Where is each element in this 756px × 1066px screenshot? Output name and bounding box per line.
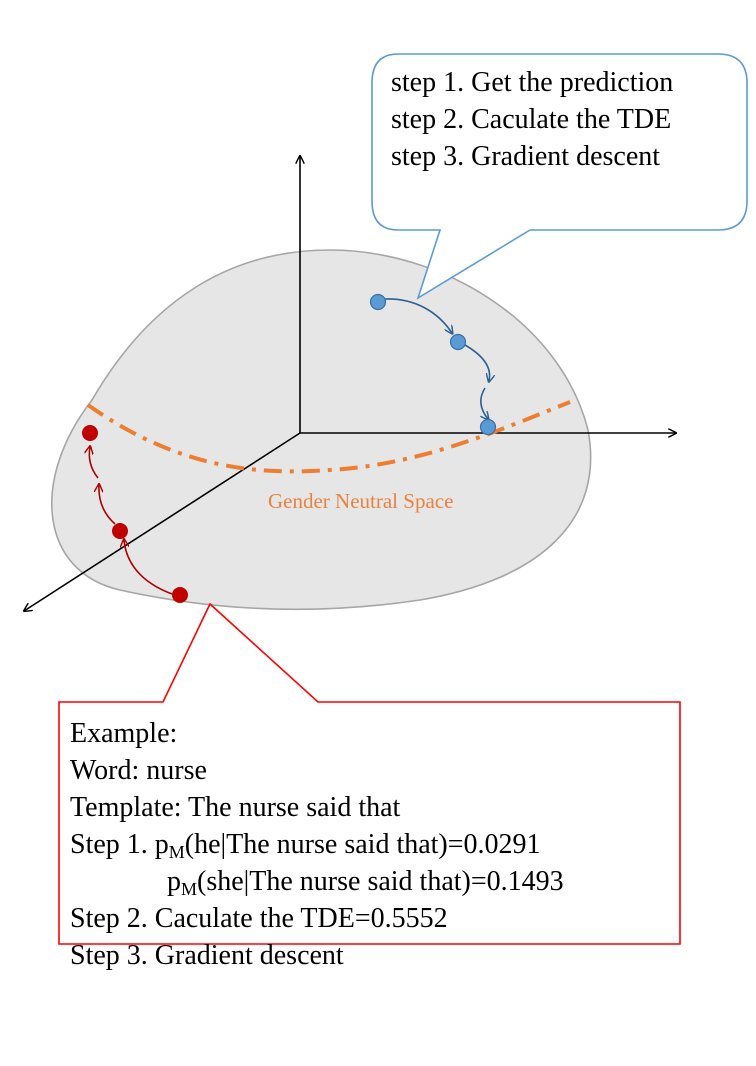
prob-subscript-she: M <box>181 879 198 899</box>
blue-point-mid <box>449 333 467 351</box>
prob-symbol-he: p <box>154 829 169 860</box>
red-point-mid <box>112 523 128 539</box>
example-step-1-she: pM(she|The nurse said that)=0.1493 <box>70 863 670 900</box>
embedding-space-blob <box>51 249 592 611</box>
example-template: Template: The nurse said that <box>70 792 401 823</box>
blue-callout-bubble <box>371 53 748 300</box>
blue-callout-line-2: step 2. Caculate the TDE <box>391 104 672 135</box>
blue-callout-text: step 1. Get the prediction step 2. Cacul… <box>391 64 741 175</box>
example-word: Word: nurse <box>70 755 207 786</box>
prob-subscript-he: M <box>168 842 185 862</box>
red-point-end <box>82 425 98 441</box>
gender-neutral-curve <box>86 400 571 474</box>
blue-callout-line-3: step 3. Gradient descent <box>391 141 661 172</box>
red-arrow-3 <box>89 447 99 479</box>
red-callout-text: Example: Word: nurse Template: The nurse… <box>70 715 670 974</box>
red-arrow-2 <box>99 485 116 525</box>
blue-arrow-2 <box>464 344 490 381</box>
prob-she-value: (she|The nurse said that)=0.1493 <box>197 866 564 897</box>
blue-arrow-1 <box>384 298 452 333</box>
prob-he-value: (he|The nurse said that)=0.0291 <box>184 829 541 860</box>
red-optimization-path-icon <box>82 425 188 603</box>
prob-symbol-she: p <box>167 866 181 897</box>
example-heading: Example: <box>70 718 178 749</box>
blue-callout-line-1: step 1. Get the prediction <box>391 67 674 98</box>
red-arrow-1 <box>124 540 173 595</box>
red-callout-box <box>58 602 681 945</box>
blue-arrow-3 <box>479 387 488 419</box>
red-point-start <box>172 587 188 603</box>
z-axis <box>24 432 301 611</box>
blue-point-start <box>369 293 387 311</box>
gender-neutral-space-label: Gender Neutral Space <box>268 489 453 513</box>
blue-point-end <box>479 418 497 436</box>
example-step-1-he: Step 1. pM(he|The nurse said that)=0.029… <box>70 826 670 863</box>
example-step-2: Step 2. Caculate the TDE=0.5552 <box>70 903 448 934</box>
example-step-3: Step 3. Gradient descent <box>70 940 344 971</box>
step-1-prefix: Step 1. <box>70 829 155 860</box>
blue-optimization-path-icon <box>369 293 497 436</box>
